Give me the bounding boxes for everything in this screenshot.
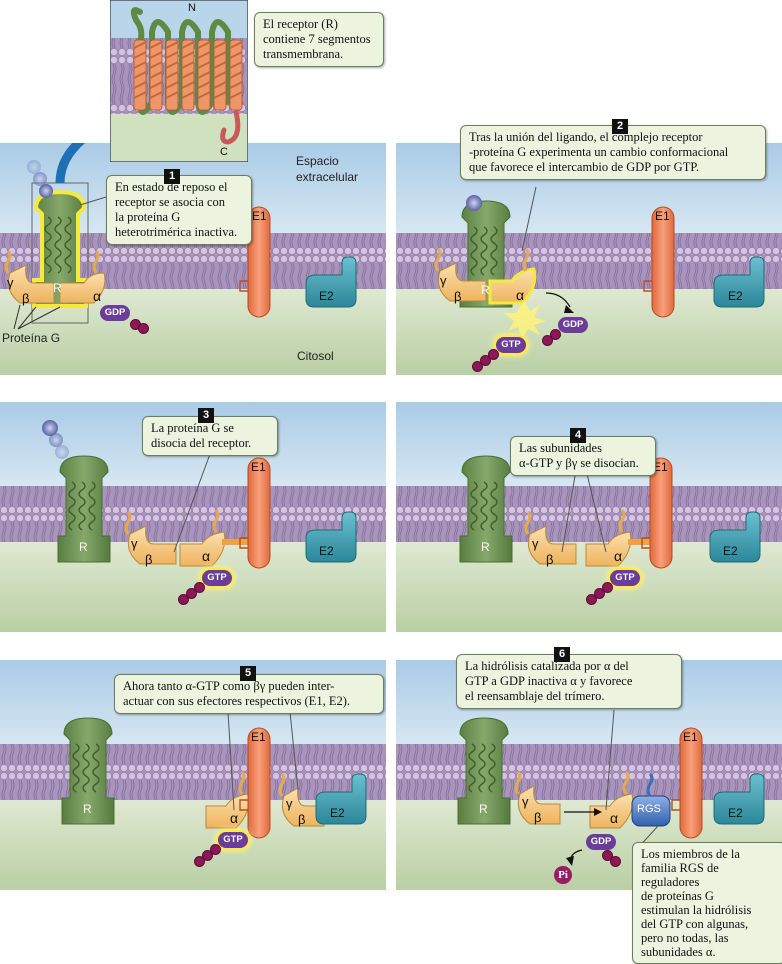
e1-label: E1 (252, 209, 267, 223)
beta-label: β (298, 812, 306, 827)
alpha-label: α (230, 810, 239, 826)
n-terminus-label: N (188, 2, 196, 14)
step-3-badge: 3 (198, 408, 214, 423)
phosphate-dot (472, 361, 483, 372)
gamma-label: γ (7, 275, 14, 290)
phosphate-dot (194, 856, 205, 867)
panel-2: R α β γ E1 E2 GDP GTP 2 Tras la unión de… (396, 119, 782, 375)
receptor-label: R (481, 540, 490, 554)
panel-6: R α β γ RGS E1 E2 GDP Pi 6 La hidrólisis… (396, 647, 782, 964)
phosphate-dot (202, 850, 213, 861)
e1-label: E1 (655, 209, 670, 223)
g-protein-label: Proteína G (2, 331, 61, 345)
receptor-label: R (83, 802, 92, 816)
phosphate-dot (488, 349, 499, 360)
alpha-label: α (93, 288, 102, 304)
phosphate-dot (610, 856, 621, 867)
gdp-molecule: GDP (100, 305, 130, 321)
phosphate-dot (542, 335, 553, 346)
gdp-molecule: GDP (558, 317, 588, 333)
rgs-callout: Los miembros de la familia RGS de regula… (632, 842, 782, 964)
phosphate-dot (186, 588, 197, 599)
e1-label: E1 (683, 730, 698, 744)
phosphate-dot (194, 582, 205, 593)
c-terminus-label: C (220, 146, 228, 158)
e2-label: E2 (319, 289, 334, 303)
step-6-callout: La hidrólisis catalizada por α del GTP a… (456, 654, 682, 709)
cytosol-label: Citosol (297, 349, 334, 363)
receptor-inset: N C (109, 0, 249, 163)
e2-label: E2 (330, 806, 345, 820)
receptor-label: R (79, 540, 88, 554)
e2-label: E2 (728, 806, 743, 820)
gtp-molecule: GTP (496, 337, 526, 353)
inorganic-phosphate: Pi (554, 866, 572, 884)
phosphate-dot (480, 355, 491, 366)
alpha-label: α (614, 548, 623, 564)
e2-label: E2 (723, 544, 738, 558)
e2-label: E2 (728, 289, 743, 303)
e1-label: E1 (251, 460, 266, 474)
phosphate-dot (602, 850, 613, 861)
step-4-badge: 4 (570, 428, 586, 443)
alpha-label: α (202, 548, 211, 564)
step-5-badge: 5 (240, 666, 256, 681)
gamma-label: γ (440, 273, 447, 288)
e2-label: E2 (319, 544, 334, 558)
receptor-label: R (53, 281, 62, 295)
beta-label: β (454, 289, 462, 304)
alpha-label: α (516, 287, 525, 303)
rgs-label: RGS (637, 803, 661, 815)
phosphate-dot (210, 844, 221, 855)
gamma-label: γ (286, 796, 293, 811)
gdp-molecule: GDP (586, 834, 616, 850)
alpha-label: α (610, 810, 619, 826)
e1-label: E1 (653, 460, 668, 474)
step-2-badge: 2 (612, 119, 628, 134)
gtp-molecule: GTP (610, 570, 640, 586)
step-1-badge: 1 (164, 169, 180, 184)
phosphate-dot (138, 323, 149, 334)
phosphate-dot (586, 594, 597, 605)
beta-label: β (546, 552, 554, 567)
gtp-molecule: GTP (218, 832, 248, 848)
beta-label: β (22, 291, 30, 306)
panel-5: R α β γ E1 E2 GTP 5 Ahora tanto α-GTP co… (0, 660, 386, 890)
extracellular-label: Espacio extracelular (296, 154, 359, 184)
panel-1: R α β γ E1 E2 Espacio extracelular Citos… (0, 143, 386, 375)
panel-4: R α β γ E1 E2 GTP 4 Las subunidades α-GT… (396, 402, 782, 632)
e1-label: E1 (251, 730, 266, 744)
seven-transmembrane-diagram (109, 0, 249, 163)
gtp-molecule: GTP (202, 570, 232, 586)
receptor-label: R (481, 283, 490, 297)
phosphate-dot (550, 329, 561, 340)
panel-3: R α β γ E1 E2 GTP 3 La proteína G se dis… (0, 402, 386, 632)
beta-label: β (145, 552, 153, 567)
gamma-label: γ (522, 794, 529, 809)
gamma-label: γ (131, 536, 138, 551)
step-1-callout: En estado de reposo el receptor se asoci… (106, 175, 252, 245)
gamma-label: γ (532, 536, 539, 551)
receptor-label: R (479, 802, 488, 816)
phosphate-dot (594, 588, 605, 599)
phosphate-dot (178, 594, 189, 605)
phosphate-dot (602, 582, 613, 593)
beta-label: β (534, 810, 542, 825)
step-6-badge: 6 (554, 647, 570, 662)
inset-callout: El receptor (R) contiene 7 segmentos tra… (254, 12, 384, 67)
